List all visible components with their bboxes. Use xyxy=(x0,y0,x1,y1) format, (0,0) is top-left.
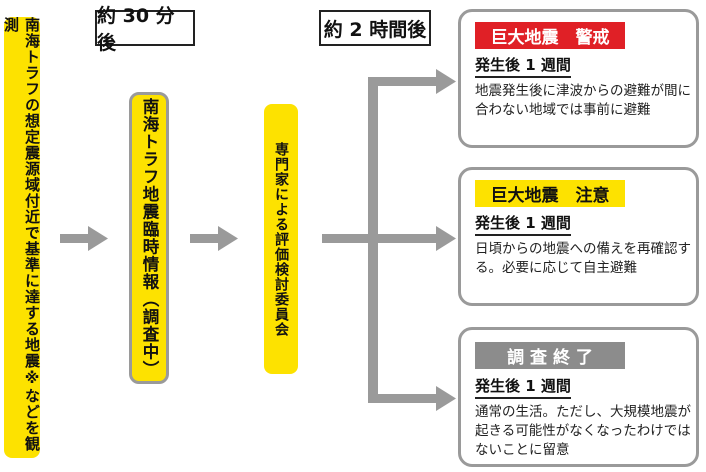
end-description: 通常の生活。ただし、大規模地震が起きる可能性がなくなったわけではないことに留意 xyxy=(475,404,691,458)
branch-line xyxy=(368,77,378,403)
end-period: 発生後 1 週間 xyxy=(475,375,571,399)
warning-period: 発生後 1 週間 xyxy=(475,54,571,78)
time-label-30min: 約 30 分後 xyxy=(95,5,195,54)
arrow-observation-to-info xyxy=(60,234,90,243)
arrow-info-to-committee xyxy=(190,234,220,243)
arrow-committee-to-caution xyxy=(322,234,438,243)
info-text: 南海トラフ地震臨時情報（調査中） xyxy=(140,98,159,378)
end-badge: 調 査 終 了 xyxy=(475,342,625,369)
caution-period: 発生後 1 週間 xyxy=(475,212,571,236)
outcome-card-warning: 巨大地震 警戒 発生後 1 週間 地震発生後に津波からの避難が間に合わない地域で… xyxy=(458,9,699,148)
arrow-to-warning xyxy=(368,77,440,86)
outcome-card-caution: 巨大地震 注意 発生後 1 週間 日頃からの地震への備えを再確認する。必要に応じ… xyxy=(458,167,699,306)
outcome-card-end: 調 査 終 了 発生後 1 週間 通常の生活。ただし、大規模地震が起きる可能性が… xyxy=(458,327,699,467)
caution-badge: 巨大地震 注意 xyxy=(475,180,625,207)
caution-description: 日頃からの地震への備えを再確認する。必要に応じて自主避難 xyxy=(475,241,691,276)
time-label-2hours: 約 2 時間後 xyxy=(319,10,431,46)
arrow-to-end xyxy=(368,394,440,403)
observation-text: 南海トラフの想定震源域付近で基準に達する地震※などを観測 xyxy=(2,17,41,452)
observation-box: 南海トラフの想定震源域付近で基準に達する地震※などを観測 xyxy=(2,17,41,458)
committee-box: 専門家による評価検討委員会 xyxy=(264,104,298,374)
info-box: 南海トラフ地震臨時情報（調査中） xyxy=(129,92,169,384)
warning-description: 地震発生後に津波からの避難が間に合わない地域では事前に避難 xyxy=(475,83,691,118)
committee-text: 専門家による評価検討委員会 xyxy=(273,141,289,337)
warning-badge: 巨大地震 警戒 xyxy=(475,22,625,49)
